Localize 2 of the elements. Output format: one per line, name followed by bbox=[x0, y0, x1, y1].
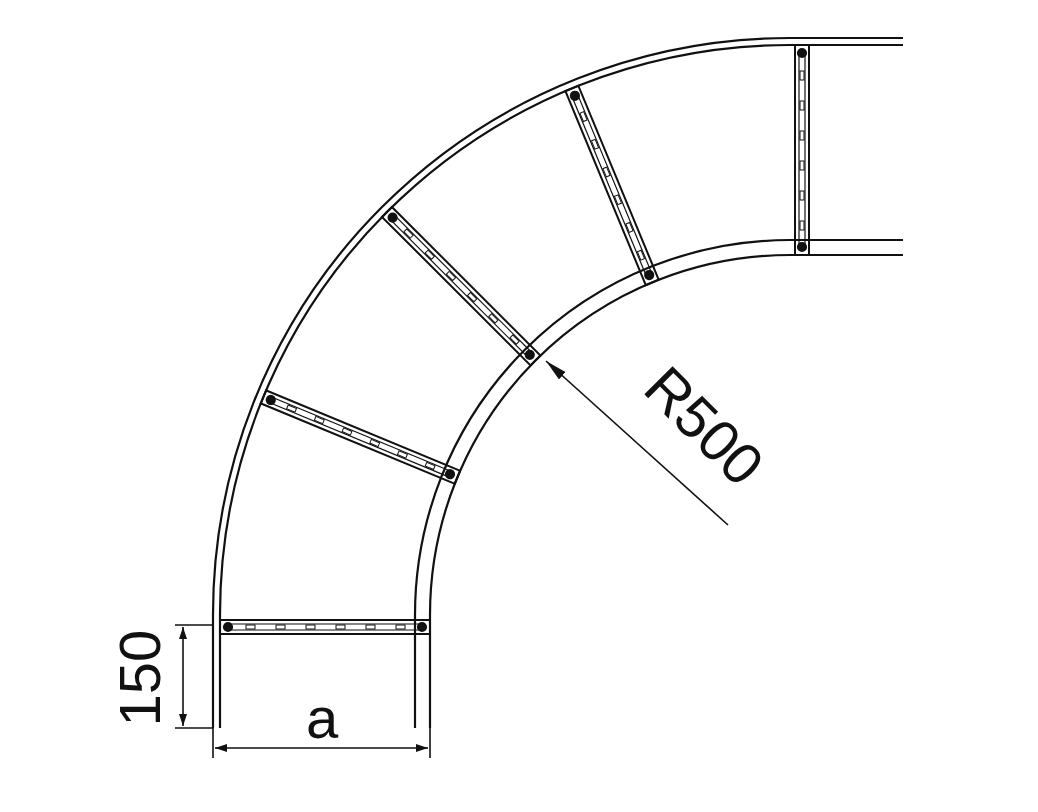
height-dimension: 150 bbox=[107, 629, 172, 727]
width-dimension: a bbox=[305, 685, 339, 750]
